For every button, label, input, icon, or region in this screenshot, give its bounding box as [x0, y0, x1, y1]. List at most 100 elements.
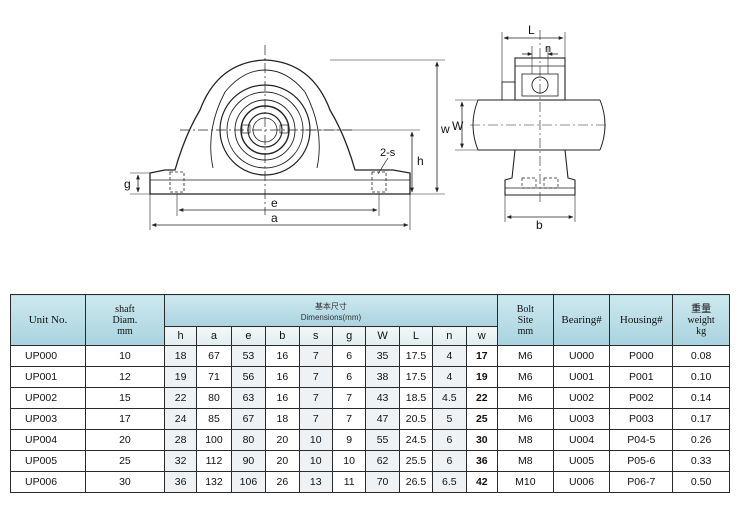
table-cell: 47	[365, 408, 400, 430]
dim-symbol: W	[365, 326, 400, 346]
header-unit-no: Unit No.	[10, 294, 86, 346]
table-cell: 132	[196, 471, 232, 493]
table-cell: P003	[609, 408, 674, 430]
table-cell: 20	[265, 429, 300, 451]
label-n: n	[545, 43, 551, 55]
table-cell: 43	[365, 387, 400, 409]
table-cell: 0.08	[672, 345, 730, 367]
table-cell: M6	[497, 387, 554, 409]
table-cell: UP002	[10, 387, 86, 409]
label-W: W	[452, 119, 464, 133]
table-cell: 17.5	[398, 366, 434, 388]
table-cell: 0.26	[672, 429, 730, 451]
table-cell: 17.5	[398, 345, 434, 367]
table-cell: M8	[497, 429, 554, 451]
table-cell: 53	[230, 345, 267, 367]
table-cell: 28	[163, 429, 198, 451]
table-cell: 70	[365, 471, 400, 493]
side-dimensions	[455, 32, 576, 222]
label-w: w	[440, 122, 450, 136]
table-cell: 0.50	[672, 471, 730, 493]
technical-drawing: w h g e a 2-s	[124, 23, 608, 232]
table-cell: 80	[230, 429, 267, 451]
table-cell: 56	[230, 366, 267, 388]
table-cell: 30	[84, 471, 165, 493]
table-cell: 9	[331, 429, 367, 451]
table-cell: 0.33	[672, 450, 730, 472]
table-cell: P002	[609, 387, 674, 409]
table-cell: 4	[432, 345, 467, 367]
table-cell: 7	[331, 387, 367, 409]
header-dimensions: 基本尺寸 Dimensions(mm)	[163, 294, 499, 327]
table-cell: P04-5	[609, 429, 674, 451]
table-cell: 19	[163, 366, 198, 388]
table-cell: 26	[265, 471, 300, 493]
label-2s: 2-s	[380, 147, 396, 159]
table-cell: 10	[84, 345, 165, 367]
table-cell: 36	[163, 471, 198, 493]
table-cell: 106	[230, 471, 267, 493]
table-cell: 20	[84, 429, 165, 451]
table-cell: P001	[609, 366, 674, 388]
dim-symbol: L	[398, 326, 434, 346]
table-cell: 100	[196, 429, 232, 451]
table-cell: 12	[84, 366, 165, 388]
table-cell: 17	[84, 408, 165, 430]
header-bolt-site: Bolt Site mm	[497, 294, 554, 346]
table-cell: 16	[265, 345, 300, 367]
table-cell: 85	[196, 408, 232, 430]
dim-symbol: s	[298, 326, 333, 346]
header-shaft-diam: shaft Diam. mm	[84, 294, 165, 346]
table-cell: 10	[331, 450, 367, 472]
table-cell: 0.17	[672, 408, 730, 430]
header-weight: 重量 weight kg	[672, 294, 730, 346]
table-cell: UP001	[10, 366, 86, 388]
dim-symbol: n	[432, 326, 467, 346]
header-bearing: Bearing#	[552, 294, 611, 346]
table-cell: 24.5	[398, 429, 434, 451]
table-cell: 0.14	[672, 387, 730, 409]
table-cell: P000	[609, 345, 674, 367]
table-cell: P05-6	[609, 450, 674, 472]
label-L: L	[528, 23, 535, 37]
table-cell: 80	[196, 387, 232, 409]
table-cell: 7	[298, 387, 333, 409]
table-cell: 25.5	[398, 450, 434, 472]
table-cell: 13	[298, 471, 333, 493]
table-cell: 20	[265, 450, 300, 472]
table-cell: 6	[432, 429, 467, 451]
table-cell: 42	[465, 471, 499, 493]
table-cell: U003	[552, 408, 611, 430]
table-cell: 4	[432, 366, 467, 388]
table-cell: UP006	[10, 471, 86, 493]
table-cell: 19	[465, 366, 499, 388]
table-cell: 63	[230, 387, 267, 409]
spec-table: Unit No. shaft Diam. mm 基本尺寸 Dimensions(…	[10, 294, 730, 493]
table-cell: 6	[432, 450, 467, 472]
table-cell: 17	[465, 345, 499, 367]
table-cell: 71	[196, 366, 232, 388]
table-cell: UP000	[10, 345, 86, 367]
table-cell: 7	[298, 408, 333, 430]
table-cell: P06-7	[609, 471, 674, 493]
table-cell: 25	[465, 408, 499, 430]
table-cell: 4.5	[432, 387, 467, 409]
table-cell: 0.10	[672, 366, 730, 388]
table-cell: 5	[432, 408, 467, 430]
table-cell: U006	[552, 471, 611, 493]
table-cell: 7	[298, 345, 333, 367]
table-cell: U004	[552, 429, 611, 451]
table-cell: M8	[497, 450, 554, 472]
table-cell: 18.5	[398, 387, 434, 409]
table-cell: 20.5	[398, 408, 434, 430]
table-cell: U001	[552, 366, 611, 388]
table-cell: M10	[497, 471, 554, 493]
table-cell: 6.5	[432, 471, 467, 493]
dim-symbol: e	[230, 326, 267, 346]
